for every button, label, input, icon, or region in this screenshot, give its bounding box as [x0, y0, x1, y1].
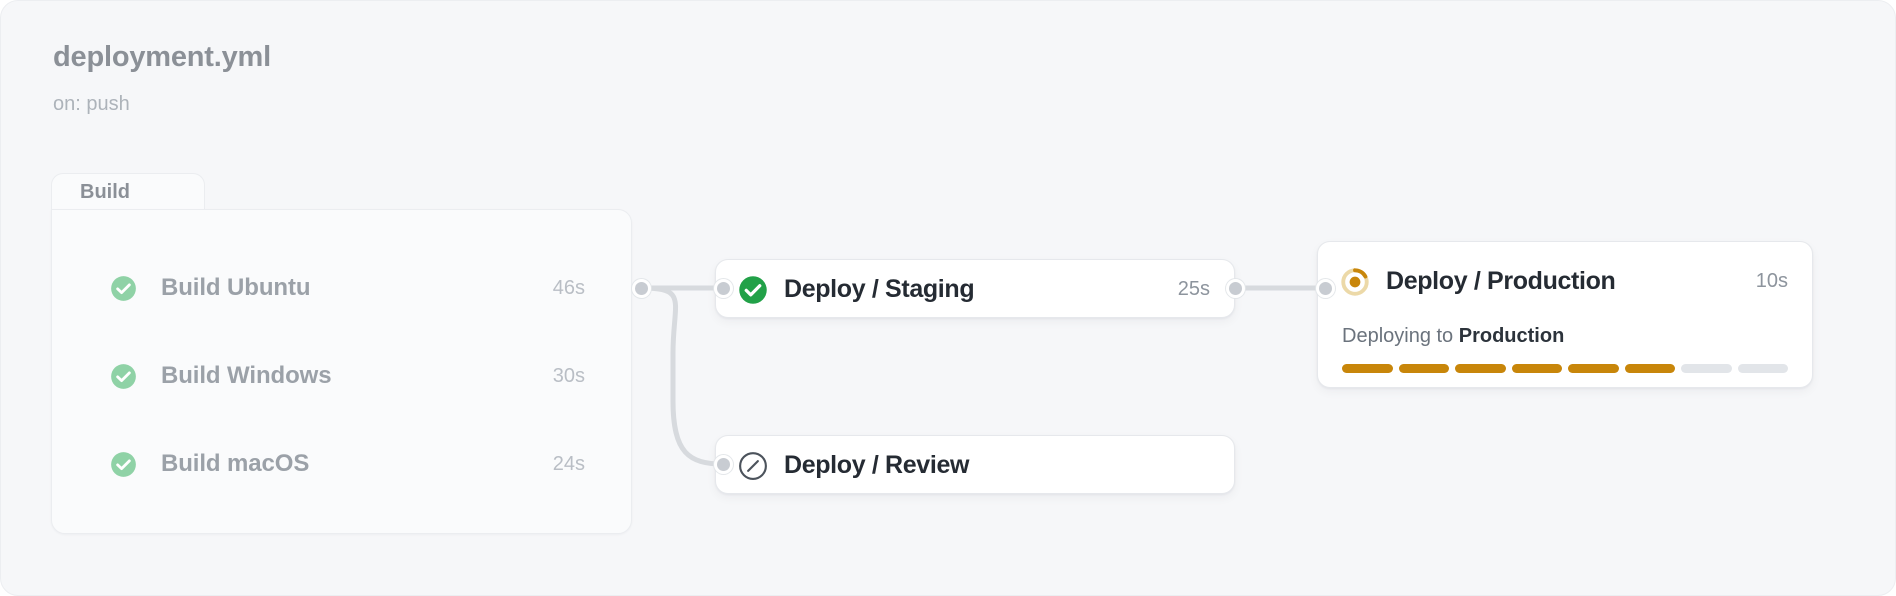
workflow-title: deployment.yml [53, 41, 271, 73]
check-circle-filled-icon [739, 275, 767, 304]
job-name: Build Ubuntu [161, 274, 311, 301]
progress-bar-production [1318, 364, 1812, 373]
job-row-build-ubuntu[interactable]: Build Ubuntu 46s [52, 266, 633, 310]
progress-segment [1568, 364, 1619, 373]
handle-source-staging[interactable] [1226, 279, 1245, 298]
node-deploy-staging[interactable]: Deploy / Staging 25s [715, 259, 1235, 318]
progress-segment [1455, 364, 1506, 373]
job-row-build-macos[interactable]: Build macOS 24s [52, 442, 633, 486]
handle-target-production[interactable] [1316, 279, 1335, 298]
group-tab-label: Build [80, 181, 130, 203]
spinner-ring-icon [1341, 267, 1369, 296]
node-duration: 25s [1177, 278, 1210, 300]
job-duration: 46s [552, 276, 585, 299]
job-name: Build macOS [161, 450, 310, 477]
progress-segment [1511, 364, 1562, 373]
node-subtitle-prefix: Deploying to [1342, 325, 1459, 347]
progress-segment [1624, 364, 1675, 373]
node-subtitle: Deploying to Production [1318, 325, 1812, 348]
job-duration: 30s [552, 364, 585, 387]
node-deploy-production[interactable]: Deploy / Production 10s Deploying to Pro… [1317, 241, 1813, 388]
node-deploy-review[interactable]: Deploy / Review [715, 435, 1235, 494]
node-duration: 10s [1755, 270, 1788, 292]
job-duration: 24s [552, 452, 585, 475]
node-title: Deploy / Production [1386, 267, 1616, 295]
node-title: Deploy / Staging [784, 275, 975, 303]
job-name: Build Windows [161, 362, 332, 389]
progress-segment [1398, 364, 1449, 373]
progress-segment [1737, 364, 1788, 373]
node-subtitle-target: Production [1458, 325, 1565, 347]
node-title: Deploy / Review [784, 451, 970, 479]
group-panel-build[interactable]: Build Ubuntu 46s Build Windows 30s Build… [51, 209, 632, 534]
skipped-circle-slash-icon [739, 451, 767, 480]
job-row-build-windows[interactable]: Build Windows 30s [52, 354, 633, 398]
edge-build-to-review [638, 285, 726, 467]
progress-segment [1681, 364, 1732, 373]
handle-source-build[interactable] [632, 279, 651, 298]
handle-target-review[interactable] [714, 455, 733, 474]
workflow-trigger: on: push [53, 93, 130, 115]
handle-target-staging[interactable] [714, 279, 733, 298]
check-circle-icon [111, 451, 136, 477]
check-circle-icon [111, 363, 136, 389]
progress-segment [1342, 364, 1393, 373]
group-tab-build[interactable]: Build [51, 173, 205, 211]
check-circle-icon [111, 275, 136, 301]
